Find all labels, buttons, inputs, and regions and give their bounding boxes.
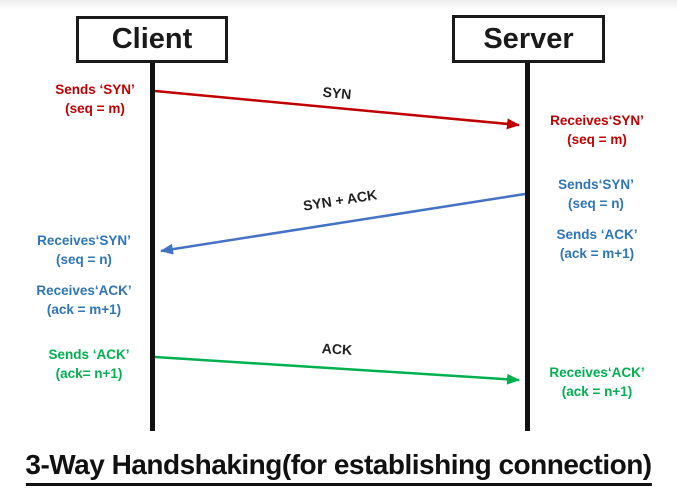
- note-line-1: Receives‘ACK’: [36, 283, 132, 298]
- note-line-1: Receives‘ACK’: [549, 365, 645, 380]
- note-line-2: (ack = m+1): [46, 302, 122, 317]
- client-sends-syn-note: Sends ‘SYN’ (seq = m): [55, 80, 135, 118]
- server-sends-ack-note: Sends ‘ACK’ (ack = m+1): [556, 225, 637, 263]
- client-lifeline: [150, 57, 155, 431]
- note-line-2: (ack= n+1): [55, 366, 123, 381]
- client-actor-box: Client: [76, 16, 228, 63]
- note-line-1: Sends ‘ACK’: [556, 227, 638, 242]
- server-sends-syn-note: Sends‘SYN’ (seq = n): [558, 175, 634, 213]
- server-actor-box: Server: [452, 15, 605, 63]
- note-line-2: (seq = n): [568, 196, 624, 211]
- note-line-2: (seq = m): [65, 101, 125, 116]
- ack-arrow: [154, 355, 520, 385]
- client-receives-ack-note: Receives‘ACK’ (ack = m+1): [36, 281, 131, 319]
- note-line-1: Sends ‘ACK’: [48, 347, 130, 362]
- client-actor-label: Client: [111, 23, 193, 55]
- note-line-2: (ack = m+1): [559, 246, 635, 261]
- server-actor-label: Server: [483, 22, 574, 55]
- note-line-2: (ack = n+1): [561, 384, 633, 399]
- note-line-1: Receives‘SYN’: [37, 233, 131, 248]
- server-receives-syn-note: Receives‘SYN’ (seq = m): [550, 111, 644, 149]
- server-lifeline: [525, 57, 530, 431]
- note-line-1: Sends ‘SYN’: [55, 82, 135, 97]
- syn-ack-arrow: [160, 192, 526, 255]
- note-line-2: (seq = n): [56, 252, 112, 267]
- client-receives-syn-note: Receives‘SYN’ (seq = n): [37, 231, 131, 269]
- note-line-1: Sends‘SYN’: [558, 177, 634, 192]
- client-sends-ack-note: Sends ‘ACK’ (ack= n+1): [48, 345, 129, 383]
- server-receives-ack-note: Receives‘ACK’ (ack = n+1): [549, 363, 644, 401]
- diagram-title: 3-Way Handshaking(for establishing conne…: [25, 449, 652, 486]
- note-line-1: Receives‘SYN’: [550, 113, 644, 128]
- syn-message-label: SYN: [321, 83, 353, 103]
- ack-message-label: ACK: [321, 340, 353, 358]
- note-line-2: (seq = m): [567, 132, 627, 147]
- syn-arrow: [154, 89, 520, 130]
